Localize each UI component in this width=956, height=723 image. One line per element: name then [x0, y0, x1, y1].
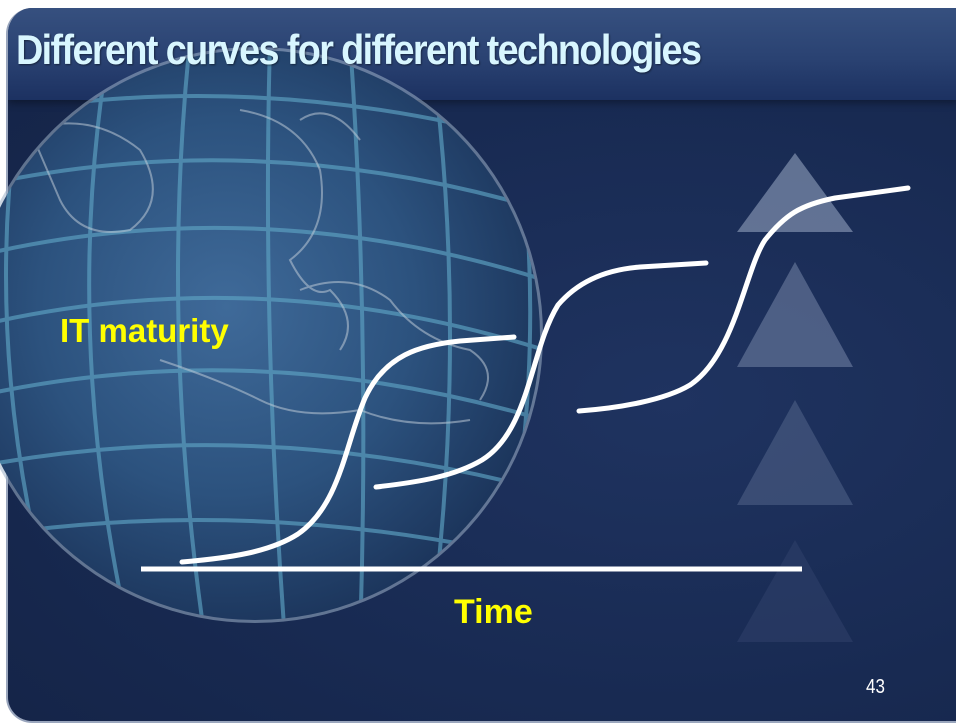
decorative-triangles	[737, 153, 853, 642]
s-curve-1	[179, 334, 517, 565]
slide-title: Different curves for different technolog…	[16, 26, 702, 73]
triangle-4	[737, 540, 853, 642]
y-axis-label: IT maturity	[60, 312, 229, 349]
s-curve-3	[576, 185, 911, 414]
s-curve-2	[373, 260, 709, 490]
triangle-2	[737, 262, 853, 367]
globe-background	[0, 47, 543, 623]
triangle-1	[737, 153, 853, 232]
page-number: 43	[866, 676, 885, 698]
triangle-3	[737, 400, 853, 505]
x-axis-label: Time	[454, 593, 533, 631]
